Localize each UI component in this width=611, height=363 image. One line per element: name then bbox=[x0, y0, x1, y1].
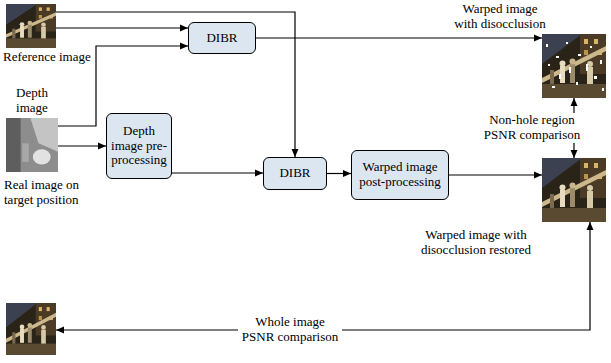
depth-far bbox=[6, 118, 21, 172]
street-scene bbox=[6, 303, 56, 355]
image-node: Warped image with disocclusion restored bbox=[542, 158, 606, 222]
connector bbox=[256, 35, 542, 42]
arrowhead bbox=[180, 43, 188, 50]
image-node: Real image on target position bbox=[6, 303, 56, 355]
connector bbox=[58, 143, 106, 150]
image-caption: Depth image bbox=[6, 86, 58, 116]
depth-figure bbox=[22, 143, 29, 162]
real-photo bbox=[6, 303, 56, 355]
edge-label: Non-hole region PSNR comparison bbox=[480, 113, 584, 143]
depth-blob bbox=[33, 149, 51, 164]
depth-near bbox=[30, 118, 58, 152]
image-caption: Warped image with disocclusion restored bbox=[400, 228, 552, 258]
connector-line bbox=[56, 222, 590, 330]
arrowhead bbox=[98, 143, 106, 150]
street-scene bbox=[542, 158, 606, 222]
box-label: DIBR bbox=[206, 31, 237, 46]
box-label: DIBR bbox=[279, 166, 310, 181]
connector bbox=[327, 170, 351, 177]
arrowhead bbox=[255, 170, 263, 177]
connector bbox=[56, 12, 299, 157]
arrowhead bbox=[587, 222, 594, 230]
arrowhead bbox=[534, 35, 542, 42]
disocclusion-holes bbox=[546, 42, 604, 91]
process-box: DIBR bbox=[263, 157, 327, 190]
process-box: DIBR bbox=[188, 22, 256, 54]
image-node: Warped image with disocclusion bbox=[542, 34, 606, 98]
image-caption: Warped image with disocclusion bbox=[450, 2, 550, 32]
connector-line bbox=[56, 27, 188, 28]
arrowhead bbox=[571, 150, 578, 158]
connector-line bbox=[172, 172, 263, 173]
arrowhead bbox=[292, 149, 299, 157]
connector-line bbox=[56, 12, 295, 157]
process-box: Warped image post-processing bbox=[351, 150, 449, 200]
street-scene bbox=[6, 4, 56, 48]
box-label: Depth image pre-processing bbox=[110, 124, 168, 169]
edge-label: Whole image PSNR comparison bbox=[238, 315, 342, 345]
connector-line bbox=[449, 174, 542, 175]
arrowhead bbox=[534, 172, 542, 179]
connector bbox=[172, 170, 263, 177]
reference-photo bbox=[6, 4, 56, 48]
arrowhead bbox=[571, 98, 578, 106]
arrowhead bbox=[180, 25, 188, 32]
warped-photo-with-holes bbox=[542, 34, 606, 98]
depth-map bbox=[6, 118, 58, 172]
connector bbox=[449, 172, 542, 179]
arrowhead bbox=[343, 170, 351, 177]
street-scene bbox=[542, 34, 606, 98]
process-box: Depth image pre-processing bbox=[106, 113, 172, 179]
box-label: Warped image post-processing bbox=[355, 160, 445, 190]
connector-line bbox=[256, 37, 542, 38]
arrowhead bbox=[56, 327, 64, 334]
image-node: Reference image bbox=[6, 4, 56, 48]
image-caption: Real image on target position bbox=[4, 178, 104, 208]
connector bbox=[56, 25, 188, 32]
image-caption: Reference image bbox=[3, 50, 91, 65]
image-node: Depth image bbox=[6, 118, 58, 172]
depth-ground bbox=[6, 118, 58, 172]
restored-photo bbox=[542, 158, 606, 222]
